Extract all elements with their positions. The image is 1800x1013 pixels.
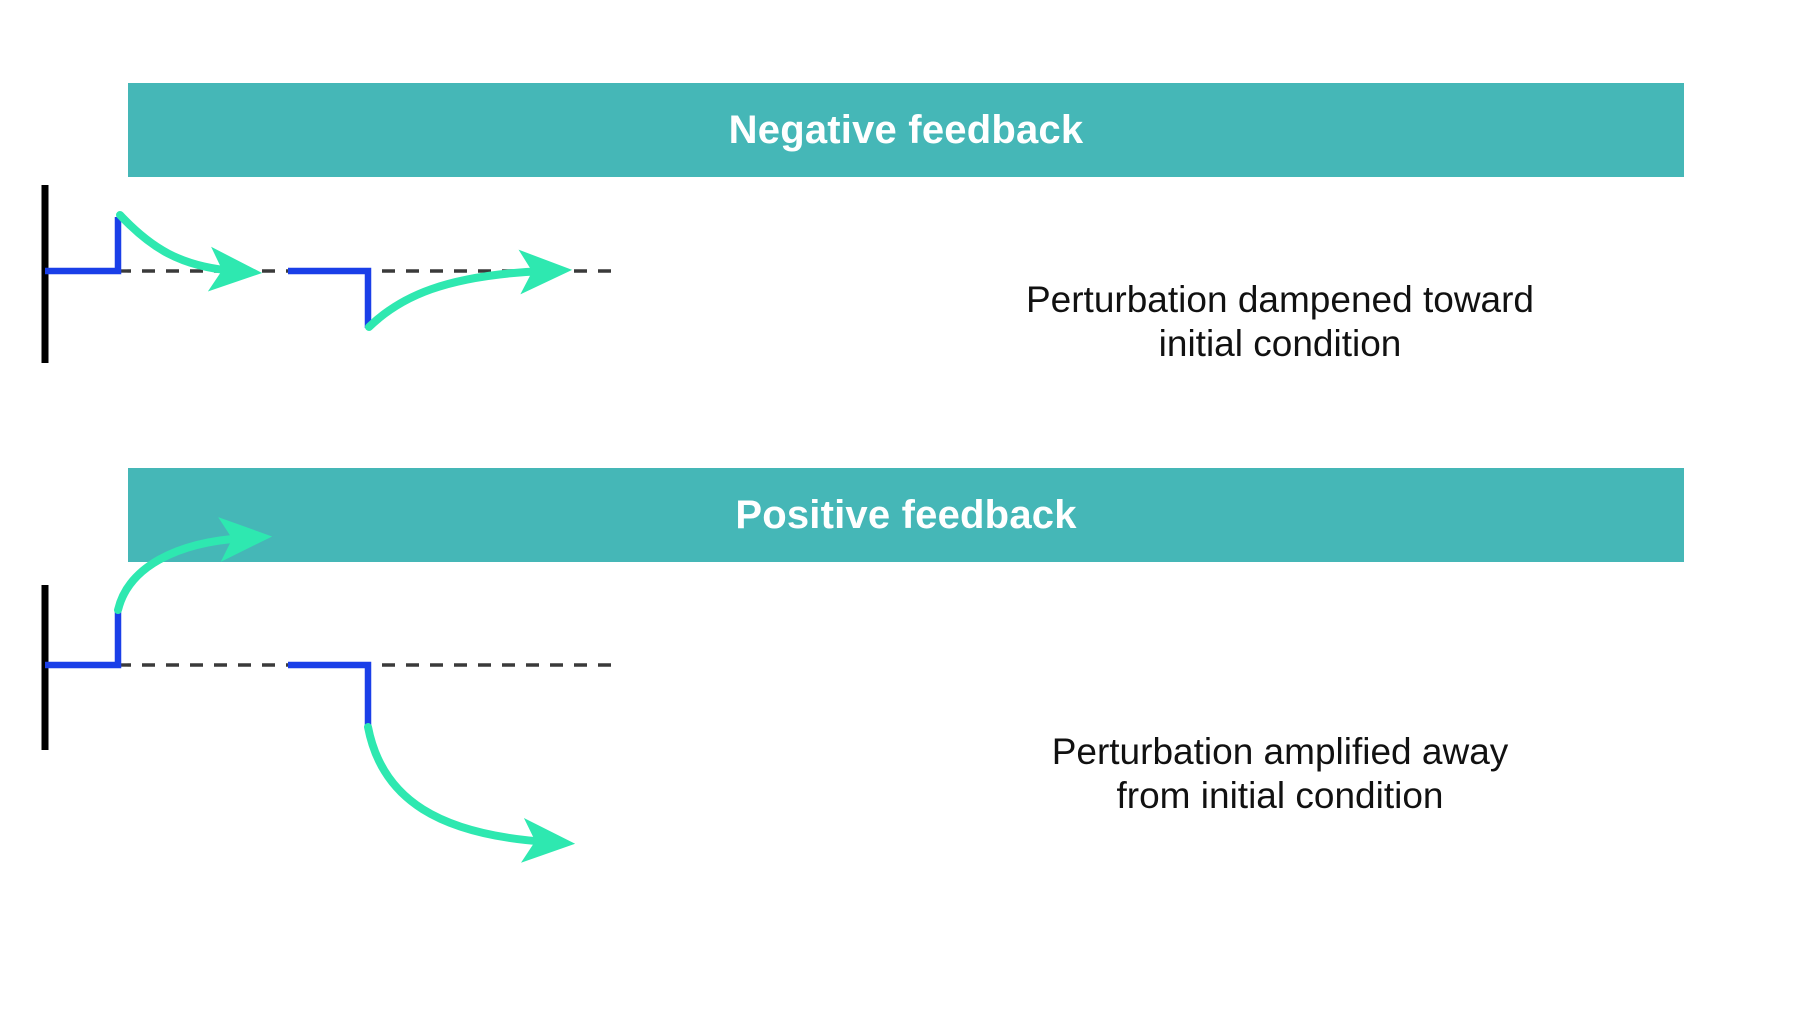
chart-negative-feedback: [0, 185, 900, 385]
caption-negative-line-2: initial condition: [1158, 322, 1402, 364]
header-title-negative-feedback: Negative feedback: [728, 108, 1084, 152]
caption-positive-line-1: Perturbation amplified away: [1051, 731, 1509, 772]
caption-negative-line-1: Perturbation dampened toward: [1025, 279, 1535, 320]
header-bar-negative-feedback: Negative feedback: [128, 83, 1684, 177]
caption-positive-line-2: from initial condition: [1116, 774, 1444, 816]
step-line-perturbation-up-positive: [45, 612, 122, 669]
header-title-positive-feedback: Positive feedback: [735, 493, 1077, 537]
step-line-perturbation-down-negative: [288, 267, 372, 328]
chart-positive-feedback: [0, 517, 900, 970]
decay-arrow-negative-2: [365, 249, 573, 331]
amplify-arrow-down-positive: [364, 723, 576, 863]
caption-positive-feedback: Perturbation amplified away from initial…: [960, 730, 1600, 817]
step-line-perturbation-down-positive: [288, 661, 372, 725]
decay-arrow-negative-1: [116, 211, 263, 292]
caption-negative-feedback: Perturbation dampened toward initial con…: [960, 278, 1600, 365]
step-line-perturbation-up-negative: [45, 217, 122, 275]
header-bar-positive-feedback: Positive feedback: [128, 468, 1684, 562]
amplify-arrow-up-positive: [114, 517, 273, 614]
